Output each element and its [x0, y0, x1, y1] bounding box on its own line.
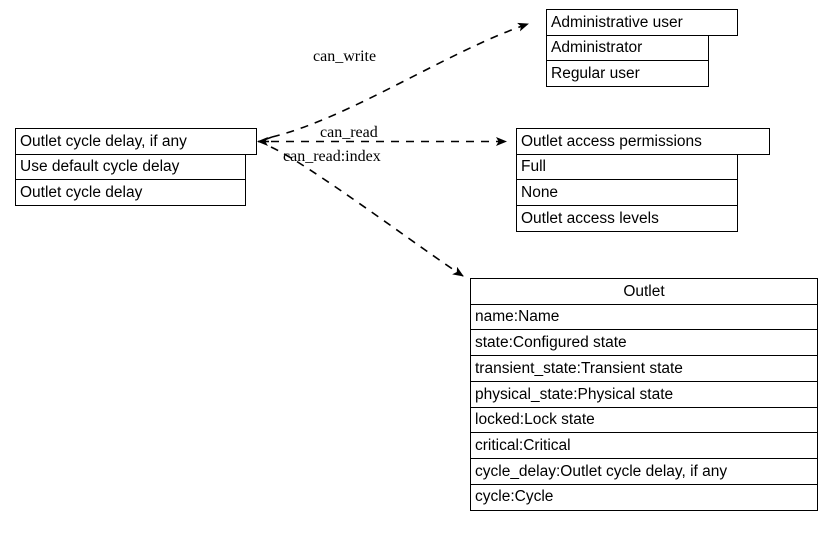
edge-can-read-index — [270, 146, 464, 277]
node-row: transient_state:Transient state — [470, 355, 818, 383]
node-row: physical_state:Physical state — [470, 380, 818, 408]
node-row: Administrator — [546, 34, 709, 62]
node-row: None — [516, 179, 738, 207]
node-row: cycle_delay:Outlet cycle delay, if any — [470, 457, 818, 485]
node-row: state:Configured state — [470, 329, 818, 357]
node-outlet-cycle-delay-if-any[interactable]: Outlet cycle delay, if any Use default c… — [15, 128, 257, 207]
node-row: Use default cycle delay — [15, 153, 246, 181]
node-administrative-user[interactable]: Administrative user Administrator Regula… — [546, 9, 738, 88]
node-row: locked:Lock state — [470, 406, 818, 434]
edge-label-can-read: can_read — [320, 124, 378, 141]
edge-can-write — [262, 22, 529, 142]
node-row: cycle:Cycle — [470, 483, 818, 511]
node-title-outlet-cycle-delay-if-any: Outlet cycle delay, if any — [15, 128, 257, 155]
node-title-administrative-user: Administrative user — [546, 9, 738, 36]
edge-label-can-read-index: can_read:index — [283, 148, 381, 165]
node-row: Regular user — [546, 60, 709, 88]
edge-label-can-write: can_write — [313, 48, 377, 65]
node-title-outlet: Outlet — [470, 278, 818, 305]
node-row: name:Name — [470, 303, 818, 331]
node-outlet[interactable]: Outlet name:Name state:Configured state … — [470, 278, 818, 511]
node-row: Outlet cycle delay — [15, 179, 246, 207]
node-row: Full — [516, 153, 738, 181]
node-outlet-access-permissions[interactable]: Outlet access permissions Full None Outl… — [516, 128, 770, 233]
node-title-outlet-access-permissions: Outlet access permissions — [516, 128, 770, 155]
node-row: Outlet access levels — [516, 205, 738, 233]
node-row: critical:Critical — [470, 432, 818, 460]
